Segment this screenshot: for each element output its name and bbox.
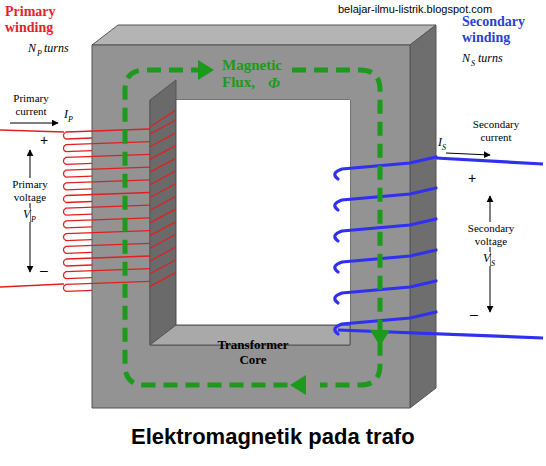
flux-arrow <box>370 330 390 346</box>
label: V <box>23 208 30 222</box>
label: S <box>471 59 475 68</box>
secondary-coil <box>335 157 436 334</box>
label: Secondary voltage <box>458 222 524 247</box>
winding-turn <box>63 256 150 266</box>
label: Secondary winding <box>462 14 540 46</box>
winding-turn <box>63 269 150 279</box>
winding-turn <box>63 180 150 190</box>
label: – <box>40 262 48 278</box>
winding-turn <box>335 250 436 272</box>
primary-lead <box>0 284 64 287</box>
label: P <box>37 49 42 58</box>
label: – <box>470 306 478 322</box>
label: Primary winding <box>5 4 69 36</box>
label: I <box>64 108 68 122</box>
label: turns <box>44 42 69 56</box>
label: P <box>68 115 73 124</box>
caption: Elektromagnetik pada trafo <box>131 424 415 449</box>
label: + <box>468 170 476 186</box>
winding-hatch <box>150 120 176 134</box>
label: Transformer Core <box>203 338 303 368</box>
core-front-face <box>92 45 410 408</box>
core-side-face <box>410 25 436 408</box>
winding-turn <box>63 142 150 152</box>
winding-turn <box>63 154 150 164</box>
winding-turn <box>63 167 150 177</box>
label: N <box>28 42 36 56</box>
winding-turn <box>63 231 150 241</box>
label: belajar-ilmu-listrik.blogspot.com <box>338 3 492 16</box>
label: Primary voltage <box>4 178 56 203</box>
flux-arrow <box>198 60 214 80</box>
winding-hatch <box>150 196 176 210</box>
flux-arrow <box>290 375 306 395</box>
label: Secondary current <box>462 118 530 143</box>
winding-hatch <box>150 272 176 286</box>
winding-hatch <box>150 184 176 198</box>
label: Φ <box>268 75 280 92</box>
label: N <box>462 52 470 66</box>
label: I <box>438 136 442 150</box>
label: S <box>491 259 495 268</box>
secondary-lead <box>436 158 543 164</box>
winding-hatch <box>150 110 176 127</box>
core-inner-wall <box>150 80 176 345</box>
winding-hatch <box>150 222 176 236</box>
winding-turn <box>63 218 150 228</box>
primary-lead <box>0 130 64 132</box>
label: turns <box>478 52 503 66</box>
label: Primary current <box>3 92 59 117</box>
winding-hatch <box>150 158 176 172</box>
winding-turn <box>63 205 150 215</box>
winding-hatch <box>150 171 176 185</box>
label: V <box>483 252 490 266</box>
winding-hatch <box>150 234 176 248</box>
winding-turn <box>335 281 436 303</box>
winding-hatch <box>150 209 176 223</box>
current-arrow <box>10 123 58 124</box>
label: P <box>31 215 36 224</box>
flux-path <box>125 70 380 385</box>
winding-turn <box>335 219 436 241</box>
label: Magnetic Flux, <box>222 57 292 92</box>
primary-coil <box>63 110 176 291</box>
winding-hatch <box>150 145 176 159</box>
label: + <box>40 132 48 148</box>
core-top-face <box>92 25 436 45</box>
winding-hatch <box>150 247 176 261</box>
current-arrow <box>446 153 490 155</box>
winding-turn <box>63 281 150 291</box>
winding-hatch <box>150 260 176 274</box>
label: S <box>442 143 446 152</box>
secondary-lead <box>338 330 543 338</box>
winding-turn <box>335 157 436 179</box>
winding-turn <box>63 243 150 253</box>
winding-turn <box>63 193 150 203</box>
winding-hatch <box>150 133 176 147</box>
core-window <box>176 100 350 325</box>
winding-turn <box>335 188 436 210</box>
winding-turn <box>63 129 150 139</box>
